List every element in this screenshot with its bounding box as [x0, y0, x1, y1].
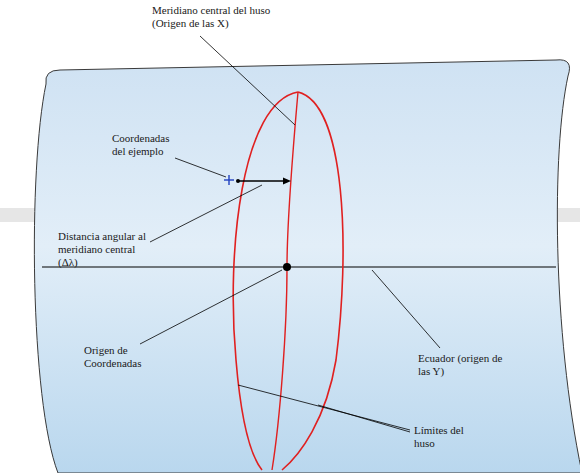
example-label: Coordenadas del ejemplo — [112, 132, 182, 158]
leader-lines — [140, 36, 440, 432]
meridian-label: Meridiano central del huso (Origen de la… — [152, 4, 287, 30]
origin-label: Origen de Coordenadas — [84, 344, 154, 370]
origin-dot — [283, 263, 291, 271]
zone-limit-right — [282, 92, 343, 470]
delta-lambda-label: Distancia angular al meridiano central (… — [58, 230, 153, 269]
zone-limit-left — [233, 92, 298, 470]
equator-label: Ecuador (origen de las Y) — [418, 352, 508, 378]
central-meridian — [272, 92, 298, 470]
delta-lambda-arrow — [236, 178, 291, 185]
equator-line — [42, 266, 556, 267]
projection-sheet — [34, 60, 580, 473]
limits-label: Límites del huso — [414, 424, 474, 450]
